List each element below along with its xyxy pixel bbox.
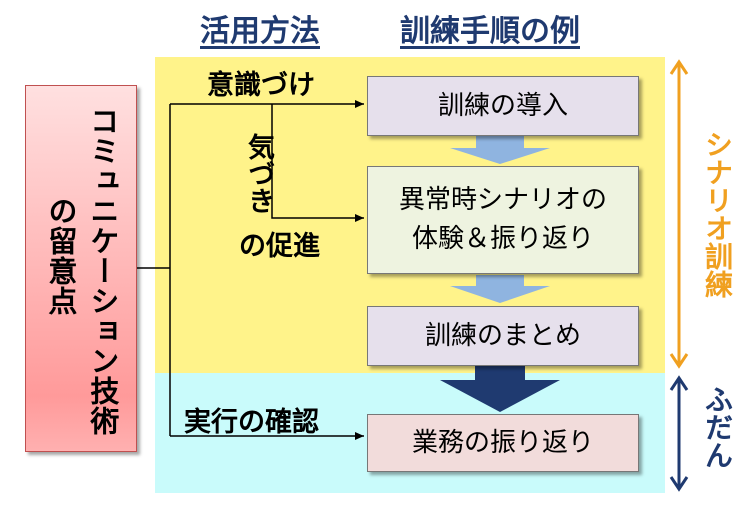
scenario-training-label: シナリオ訓練 (701, 130, 734, 298)
training-steps-title: 訓練手順の例 (400, 14, 580, 49)
step-scenario-experience: 異常時シナリオの 体験＆振り返り (367, 166, 639, 274)
communication-skills-box: コミュニケーション技術 の留意点 (25, 85, 137, 452)
daily-label: ふだん (701, 385, 734, 469)
flow-arrow-2 (450, 275, 550, 303)
confirm-label: 実行の確認 (184, 407, 319, 438)
usage-method-title: 活用方法 (200, 14, 320, 49)
step-work-review: 業務の振り返り (367, 414, 639, 472)
prompt-connector (271, 104, 364, 222)
prompt-label-line-1: 気づき (243, 133, 274, 214)
prompt-label-line-2: の促進 (239, 231, 320, 262)
step-training-intro: 訓練の導入 (367, 76, 639, 136)
left-box-line-2: の留意点 (43, 196, 78, 316)
flow-arrow-1 (450, 136, 550, 164)
left-box-line-1: コミュニケーション技術 (85, 106, 120, 436)
bracket-line (137, 104, 171, 436)
step-training-summary: 訓練のまとめ (367, 306, 639, 366)
flow-arrow-main (440, 364, 560, 412)
awareness-label: 意識づけ (207, 70, 315, 101)
